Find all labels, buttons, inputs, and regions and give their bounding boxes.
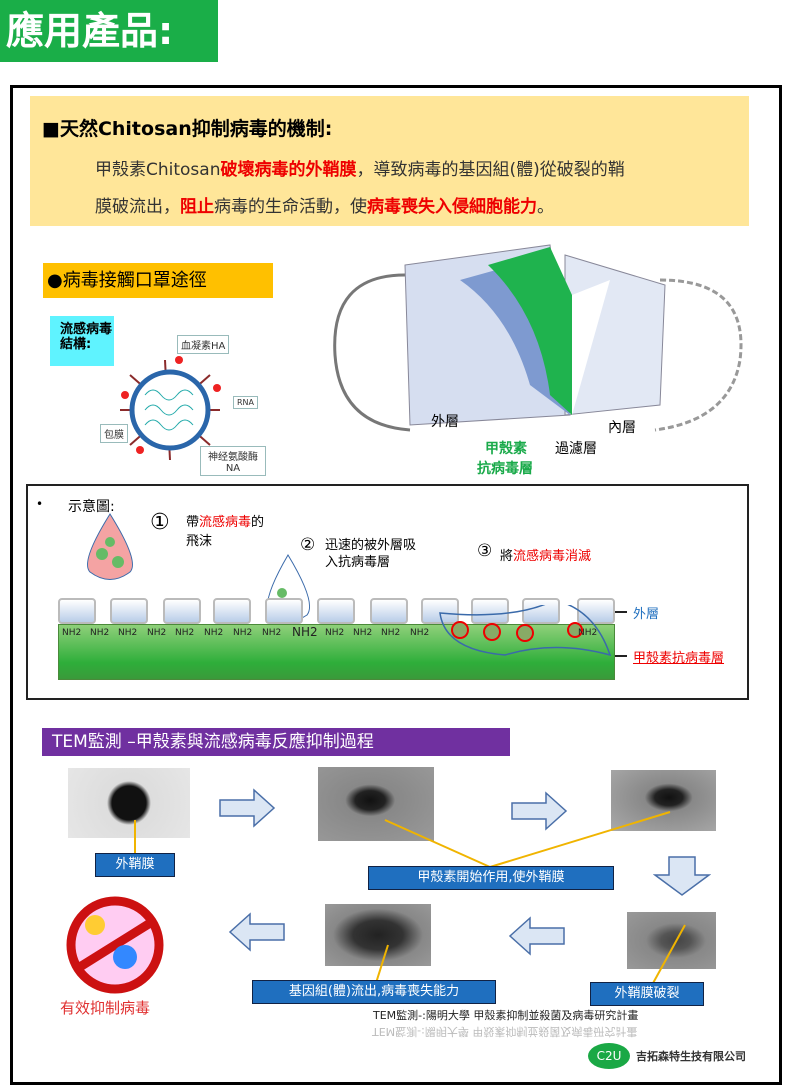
nh2-label: NH2 (62, 628, 82, 638)
nh2-label: NH2 (410, 628, 430, 638)
droplet-with-virus-icon (87, 513, 133, 580)
nh2-label: NH2 (147, 628, 167, 638)
c2u-logo: C2U (588, 1043, 630, 1069)
effective-label: 有效抑制病毒 (60, 999, 151, 1017)
rupture-callout: 外鞘膜破裂 (590, 982, 704, 1006)
outer-layer-cell (265, 598, 303, 624)
outer-layer-cell (317, 598, 355, 624)
outer-layer-cell (58, 598, 96, 624)
step1-text: 帶流感病毒的飛沫 (186, 511, 264, 549)
outer-layer-cell (471, 598, 509, 624)
page-title: 應用產品: (0, 0, 218, 62)
step2-text-a: 迅速的被外層吸 (325, 538, 417, 553)
ha-label: 血凝素HA (177, 335, 230, 354)
na-label-line2: NA (225, 463, 241, 474)
outer-layer-cell (370, 598, 408, 624)
tem-image-2 (318, 767, 434, 841)
route-heading: ●病毒接觸口罩途徑 (43, 263, 273, 298)
rna-label: RNA (233, 396, 259, 409)
envelope-label: 包膜 (100, 424, 128, 443)
chitosan-start-callout: 甲殼素開始作用,使外鞘膜 (368, 866, 614, 890)
tem-image-4 (627, 912, 716, 969)
nh2-label: NH2 (204, 628, 224, 638)
nh2-label: NH2 (90, 628, 110, 638)
step2-text: 迅速的被外層吸入抗病毒層 (325, 537, 416, 571)
mask-inner-label: 內層 (608, 420, 636, 436)
arrow-right-icon (219, 788, 276, 828)
nh2-label: NH2 (175, 628, 195, 638)
mechanism-line1-segment: 甲殼素Chitosan (95, 160, 221, 180)
step1-text-b: 的 (251, 515, 265, 530)
mechanism-line2-segment: 病毒喪失入侵細胞能力 (367, 197, 537, 217)
step2-number: ② (300, 535, 316, 555)
mask-filter-label: 過濾層 (555, 441, 597, 457)
outer-layer-cell (577, 598, 615, 624)
arrow-right-icon (511, 791, 568, 831)
tem-image-1 (68, 768, 190, 838)
tem-source-reflection: TEM監測-:陽明大學 甲殼素抑制並殺菌及病毒研究計畫 (372, 1025, 638, 1038)
mechanism-box (30, 96, 749, 226)
schematic-title: 示意圖: (68, 499, 115, 515)
nh2-label: NH2 (578, 628, 598, 638)
nh2-label: NH2 (292, 625, 318, 639)
nh2-label: NH2 (262, 628, 282, 638)
na-label-line1: 神经氨酸酶 (208, 452, 258, 463)
arrow-left-icon (508, 916, 565, 956)
outer-layer-cell (213, 598, 251, 624)
step3-text: 將流感病毒消滅 (500, 545, 591, 564)
chitosan-layer-label: 甲殼素抗病毒層 (633, 651, 725, 666)
mechanism-line-1: 甲殼素Chitosan破壞病毒的外鞘膜，導致病毒的基因組(體)從破裂的鞘 (95, 155, 625, 180)
mask-chitosan-label: 甲殼素 (485, 441, 527, 457)
mechanism-line-2: 膜破流出，阻止病毒的生命活動，使病毒喪失入侵細胞能力。 (95, 192, 554, 217)
nh2-label: NH2 (381, 628, 401, 638)
step3-text-red: 流感病毒消滅 (513, 549, 592, 564)
outer-layer-cell (110, 598, 148, 624)
mechanism-title: ■天然Chitosan抑制病毒的機制: (42, 118, 333, 140)
step1-number: ① (150, 510, 170, 535)
mechanism-line1-segment: 破壞病毒的外鞘膜 (220, 160, 357, 180)
nh2-label: NH2 (353, 628, 373, 638)
mask-outer-label: 外層 (431, 414, 459, 430)
envelope-callout: 外鞘膜 (95, 853, 175, 877)
mechanism-line2-segment: 。 (537, 197, 554, 217)
nh2-label: NH2 (325, 628, 345, 638)
nh2-label: NH2 (233, 628, 253, 638)
outer-layer-label: 外層 (633, 607, 660, 622)
company-name: 吉拓森特生技有限公司 (636, 1050, 746, 1063)
outer-pointer (615, 611, 627, 613)
nh2-label: NH2 (118, 628, 138, 638)
layer-pointer (615, 655, 627, 657)
step1-text-red: 流感病毒 (199, 515, 252, 530)
outer-layer-cell (421, 598, 459, 624)
genome-callout: 基因組(體)流出,病毒喪失能力 (252, 980, 496, 1004)
step3-text-a: 將 (500, 549, 514, 564)
mask-antiviral-label: 抗病毒層 (477, 461, 533, 477)
tem-title: TEM監測 –甲殼素與流感病毒反應抑制過程 (42, 728, 510, 756)
no-virus-icon (66, 896, 164, 994)
step1-text-c: 飛沫 (186, 534, 213, 549)
outer-layer-cell (163, 598, 201, 624)
mechanism-line2-segment: 病毒的生命活動，使 (214, 197, 367, 217)
mechanism-line1-segment: ，導致病毒的基因組(體)從破裂的鞘 (356, 160, 625, 180)
mechanism-line2-segment: 膜破流出， (95, 197, 180, 217)
step3-number: ③ (477, 541, 493, 561)
tem-image-5 (325, 904, 431, 966)
step2-text-b: 入抗病毒層 (325, 555, 391, 570)
virus-structure-diagram (120, 356, 221, 461)
virus-destroyed-region (439, 605, 612, 657)
tem-source: TEM監測-:陽明大學 甲殼素抑制並殺菌及病毒研究計畫 (373, 1009, 639, 1022)
mask-layers-illustration (333, 244, 743, 432)
schematic-box (26, 484, 749, 700)
arrow-down-icon (653, 856, 711, 896)
step1-text-a: 帶 (186, 515, 200, 530)
arrow-left-icon (228, 912, 285, 952)
mechanism-line2-segment: 阻止 (180, 197, 214, 217)
virus-structure-label: 流感病毒結構: (50, 316, 114, 366)
schematic-bullet: • (36, 497, 44, 511)
tem-image-3 (611, 770, 716, 831)
